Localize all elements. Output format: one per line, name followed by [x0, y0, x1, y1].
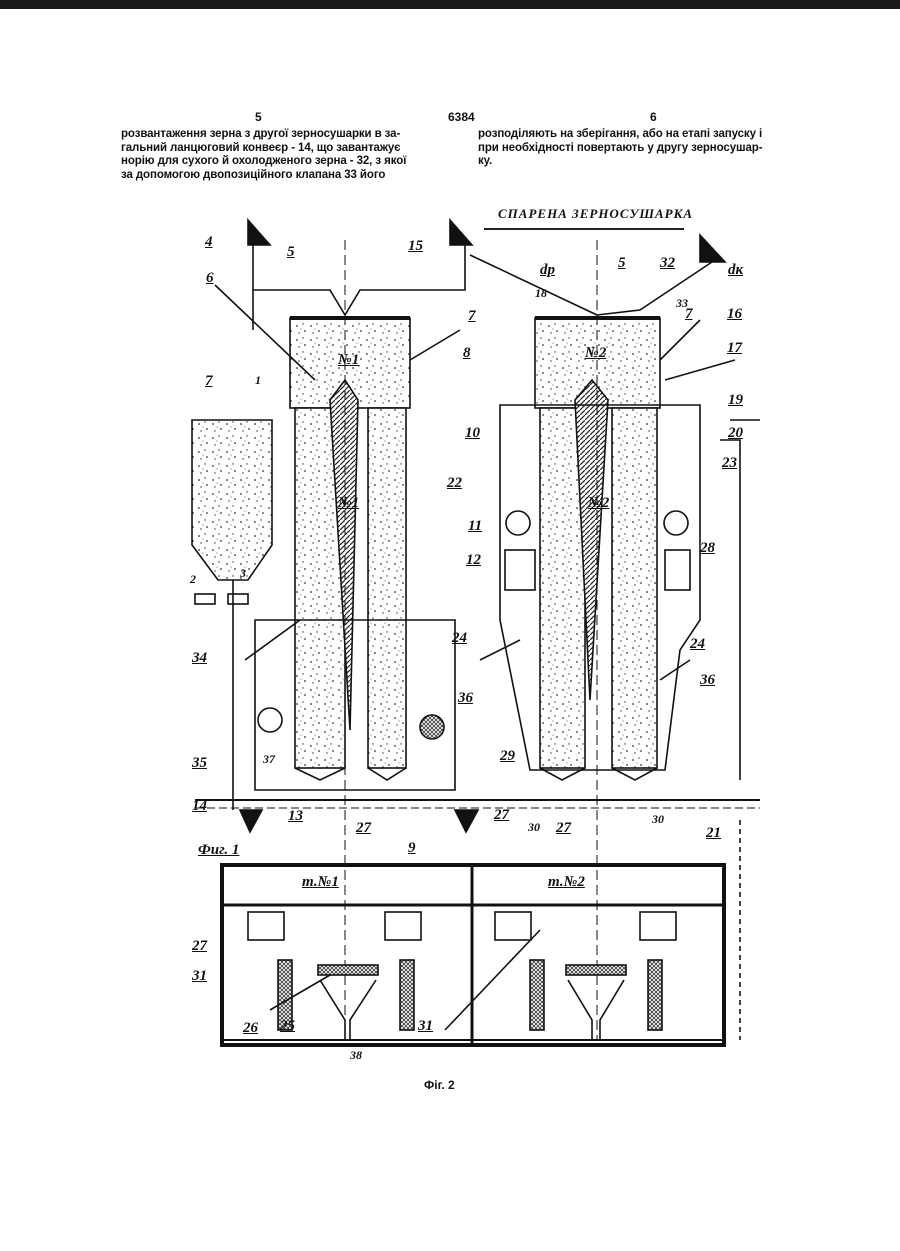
fig1-label: Фиг. 1 — [198, 842, 239, 859]
label-24-right: 24 — [690, 636, 705, 653]
label-26: 26 — [243, 1020, 258, 1037]
label-t1: т.№1 — [302, 874, 339, 891]
label-38: 38 — [350, 1048, 362, 1063]
label-25: 25 — [280, 1018, 295, 1035]
label-n1-mid: №1 — [338, 495, 359, 512]
label-27-c: 27 — [556, 820, 571, 837]
label-7-a: 7 — [468, 308, 476, 325]
label-10: 10 — [465, 425, 480, 442]
label-6: 6 — [206, 270, 214, 287]
label-1: 1 — [255, 373, 261, 388]
label-28: 28 — [700, 540, 715, 557]
label-20: 20 — [728, 425, 743, 442]
label-7-c: 7 — [205, 373, 213, 390]
label-31-a: 31 — [192, 968, 207, 985]
label-34: 34 — [192, 650, 207, 667]
label-19: 19 — [728, 392, 743, 409]
label-16: 16 — [727, 306, 742, 323]
label-27-d: 27 — [192, 938, 207, 955]
label-32: 32 — [660, 255, 675, 272]
label-24-left: 24 — [452, 630, 467, 647]
label-30-a: 30 — [528, 820, 540, 835]
label-27-b: 27 — [494, 807, 509, 824]
label-dk: dк — [728, 262, 743, 279]
label-36-right: 36 — [700, 672, 715, 689]
label-t2: т.№2 — [548, 874, 585, 891]
label-4: 4 — [205, 234, 213, 251]
label-11: 11 — [468, 518, 482, 535]
label-21: 21 — [706, 825, 721, 842]
label-5-right: 5 — [618, 255, 626, 272]
label-13: 13 — [288, 808, 303, 825]
label-22: 22 — [447, 475, 462, 492]
label-5-left: 5 — [287, 244, 295, 261]
label-dp: dp — [540, 262, 555, 279]
label-30-b: 30 — [652, 812, 664, 827]
label-8: 8 — [463, 345, 471, 362]
label-36-left: 36 — [458, 690, 473, 707]
label-7-b: 7 — [685, 306, 693, 323]
label-18: 18 — [535, 286, 547, 301]
label-37: 37 — [263, 752, 275, 767]
figure-caption: Фіг. 2 — [424, 1078, 455, 1092]
label-23: 23 — [722, 455, 737, 472]
label-31-b: 31 — [418, 1018, 433, 1035]
label-n1-top: №1 — [338, 352, 359, 369]
label-14: 14 — [192, 798, 207, 815]
label-27-a: 27 — [356, 820, 371, 837]
label-3: 3 — [240, 566, 246, 581]
label-17: 17 — [727, 340, 742, 357]
label-12: 12 — [466, 552, 481, 569]
label-15: 15 — [408, 238, 423, 255]
label-n2-top: №2 — [585, 345, 606, 362]
label-29: 29 — [500, 748, 515, 765]
label-9: 9 — [408, 840, 416, 857]
label-2: 2 — [190, 572, 196, 587]
label-n2-mid: №2 — [588, 495, 609, 512]
label-35: 35 — [192, 755, 207, 772]
